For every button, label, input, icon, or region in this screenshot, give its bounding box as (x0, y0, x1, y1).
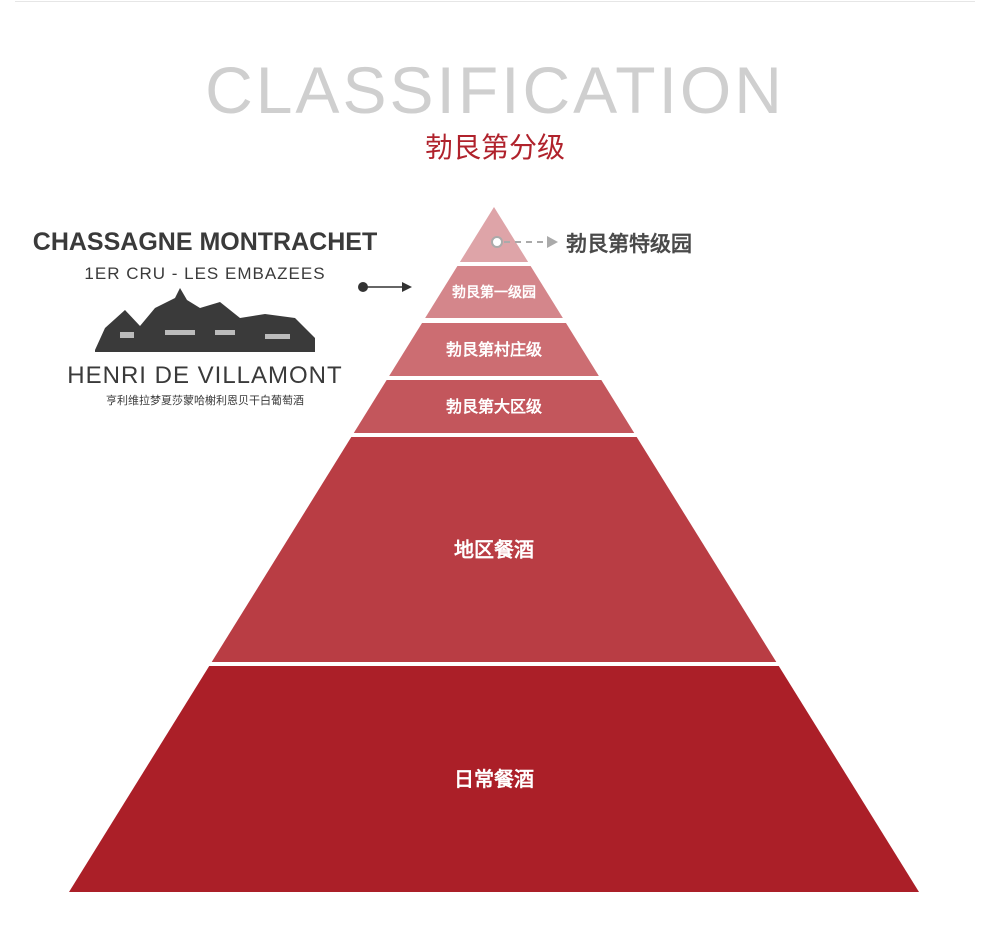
chateau-illustration (95, 288, 315, 352)
producer-name: HENRI DE VILLAMONT (67, 362, 343, 389)
wine-cru: 1ER CRU - LES EMBAZEES (84, 264, 326, 283)
callout-arrow (491, 236, 558, 248)
pointer-arrow (358, 282, 412, 292)
grand-cru-callout: 勃艮第特级园 (566, 232, 692, 256)
tier-label: 勃艮第一级园 (452, 284, 536, 301)
tier-label: 勃艮第村庄级 (446, 340, 543, 359)
page-subtitle: 勃艮第分级 (424, 131, 565, 164)
pyramid-tier-1 (425, 266, 563, 318)
producer-chinese-name: 亨利维拉梦夏莎蒙哈榭利恩贝干白葡萄酒 (106, 394, 304, 407)
wine-name: CHASSAGNE MONTRACHET (32, 228, 378, 256)
pyramid-tier-0 (459, 207, 529, 262)
divider (15, 1, 975, 2)
tier-label: 日常餐酒 (454, 767, 534, 791)
page-title: CLASSIFICATION (205, 53, 785, 127)
pyramid-tier-4 (211, 437, 777, 662)
tier-label: 地区餐酒 (454, 538, 534, 562)
pyramid-tier-3 (353, 380, 635, 433)
tier-label: 勃艮第大区级 (446, 397, 543, 416)
pyramid-tier-5 (69, 666, 919, 892)
pyramid-tier-2 (389, 323, 599, 376)
